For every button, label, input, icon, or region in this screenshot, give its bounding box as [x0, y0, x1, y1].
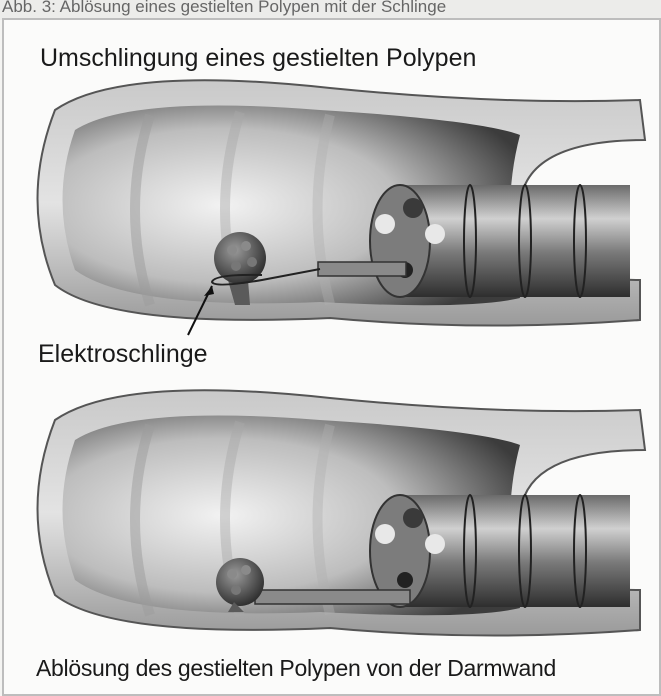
instrument-shaft [318, 262, 406, 276]
endoscope [370, 185, 630, 297]
top-illustration [0, 70, 661, 340]
bottom-panel-title: Ablösung des gestielten Polypen von der … [36, 655, 556, 682]
instrument-shaft [255, 590, 410, 604]
bottom-illustration [0, 380, 661, 650]
top-panel-title: Umschlingung eines gestielten Polypen [40, 44, 476, 73]
snare-label: Elektroschlinge [38, 340, 208, 369]
figure-caption-cut: Abb. 3: Ablösung eines gestielten Polype… [0, 0, 661, 20]
